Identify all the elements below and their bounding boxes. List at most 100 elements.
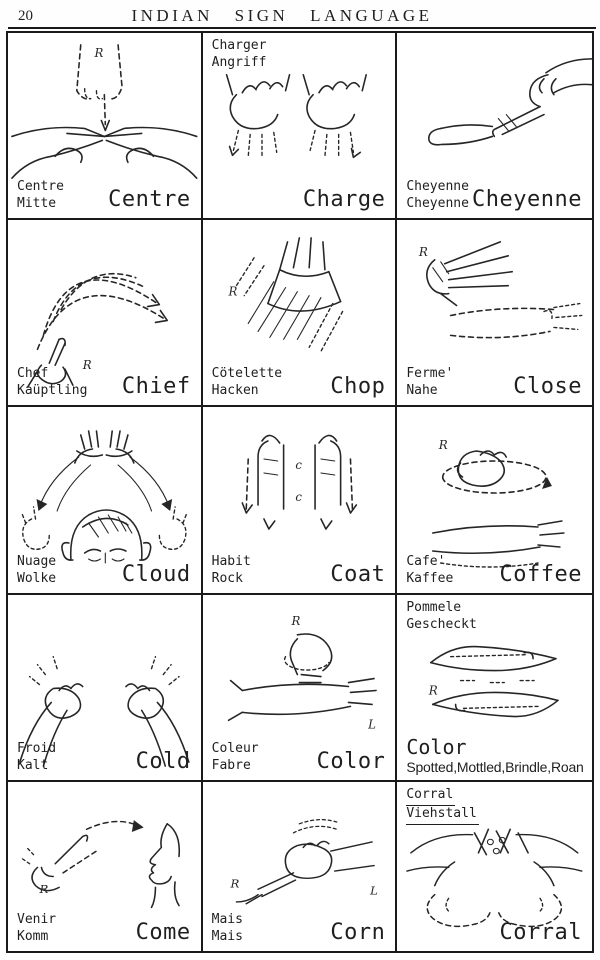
hand-mark: R [428,683,438,697]
foreign-label: Chef Kaüptling [17,366,87,400]
english-label: Coffee [499,562,582,587]
charge-sign-illustration [225,73,367,159]
english-label: Chop [330,374,386,399]
close-sign-illustration: R [418,241,583,339]
english-label: Cold [135,749,191,774]
cell-come: R Venir Komm Come [8,782,203,951]
foreign-label: Cheyenne Cheyenne [406,179,469,213]
come-sign-illustration: R [21,820,181,909]
english-label-line2: Spotted,Mottled,Brindle,Roan [406,758,584,775]
header-rule [8,27,596,29]
cloud-sign-illustration [21,430,188,564]
chief-sign-illustration: R [26,273,169,388]
hand-mark: R [94,46,104,60]
french-label: Centre [17,179,64,195]
color-sign-illustration: R L [227,614,377,731]
english-label: Corral [499,920,582,945]
german-label: Cheyenne [406,196,469,212]
english-label-line1: Color [406,734,467,759]
french-label: Chef [17,366,49,382]
german-label: Viehstall [406,806,479,825]
foreign-label: Ferme' Nahe [406,366,453,400]
french-label: Pommele [406,600,462,615]
cold-sign-illustration [19,655,190,767]
german-label: Fabre [211,758,251,774]
foreign-label: Coleur Fabre [212,741,259,775]
german-label: Mais [211,929,243,945]
cell-cloud: Nuage Wolke Cloud [8,407,203,595]
coat-sign-illustration: c c [241,434,357,530]
french-label: Mais [211,912,243,928]
foreign-label: Mais Mais [212,912,243,946]
german-label: Mitte [17,196,57,212]
german-label: Komm [17,929,49,945]
french-label: Cheyenne [406,179,469,195]
corn-sign-illustration: R L [229,819,378,905]
foreign-label: Centre Mitte [17,179,64,213]
english-label: Come [135,920,191,945]
english-label: Charge [302,187,386,212]
german-label: Kaffee [406,571,454,587]
english-label: Cheyenne [472,187,582,212]
cell-charge: Charger Angriff Charge [202,33,398,220]
hand-mark: L [367,717,376,731]
english-label: Corn [330,920,386,945]
sign-table: R Centre Mitte Centre [6,31,594,953]
cheyenne-sign-illustration [428,58,592,146]
cell-corral: Corral Viehstall Corral [397,782,592,951]
foreign-label: Venir Komm [17,912,56,946]
cell-color: R L Coleur Fabre Color [202,595,398,782]
cell-cheyenne: Cheyenne Cheyenne Cheyenne [397,33,592,220]
hand-mark: c [295,490,302,504]
english-label: Close [513,374,582,399]
french-label: Charger [211,38,267,53]
foreign-label: Charger Angriff [212,38,267,72]
cell-color-spotted: R Pommele Gescheckt Color Spotted,Mottle… [397,595,592,782]
coffee-sign-illustration: R [432,438,565,568]
german-label: Kalt [17,758,49,774]
cell-centre: R Centre Mitte Centre [8,33,203,220]
english-label: Color Spotted,Mottled,Brindle,Roan [406,734,584,775]
foreign-label: Cötelette Hacken [212,366,282,400]
french-label: Cafe' [406,554,446,570]
english-label: Centre [108,187,191,212]
cell-coffee: R Cafe' Kaffee Coffee [397,407,592,595]
foreign-label: Froid Kalt [17,741,56,775]
french-label: Cötelette [211,366,283,382]
color-spotted-sign-illustration: R [428,645,560,718]
english-label: Chief [121,374,191,399]
cell-corn: R L Mais Mais Corn [203,782,398,951]
corral-sign-illustration [406,828,583,928]
foreign-label: Nuage Wolke [17,554,56,588]
foreign-label: Corral Viehstall [406,787,479,825]
spanish-label: Corral [406,787,456,806]
hand-mark: L [369,884,378,897]
foreign-label: Habit Rock [212,554,251,588]
page-number: 20 [18,8,33,24]
chop-sign-illustration: R [227,237,343,352]
foreign-label: Pommele Gescheckt [406,600,476,634]
french-label: Habit [211,554,251,570]
cell-coat: c c Habit Rock Coat [202,407,398,595]
hand-mark: R [227,285,237,299]
english-label: Color [316,749,386,774]
german-label: Rock [211,571,243,587]
german-label: Nahe [406,383,438,399]
cell-chief: R Chef Kaüptling Chief [8,220,203,407]
german-label: Hacken [211,383,259,399]
french-label: Coleur [211,741,259,757]
hand-mark: R [290,614,300,628]
english-label: Cloud [121,562,191,587]
hand-mark: R [82,358,92,372]
german-label: Gescheckt [406,616,477,632]
german-label: Wolke [17,571,57,587]
page-title: INDIAN SIGN LANGUAGE [131,6,433,25]
hand-mark: R [229,877,239,890]
cell-close: R Ferme' Nahe Close [397,220,592,407]
english-label: Coat [330,562,386,587]
french-label: Ferme' [406,366,454,382]
french-label: Venir [17,912,57,928]
cell-chop: R Cötelette Hacken Chop [202,220,398,407]
hand-mark: R [418,245,428,259]
centre-sign-illustration: R [11,44,198,180]
